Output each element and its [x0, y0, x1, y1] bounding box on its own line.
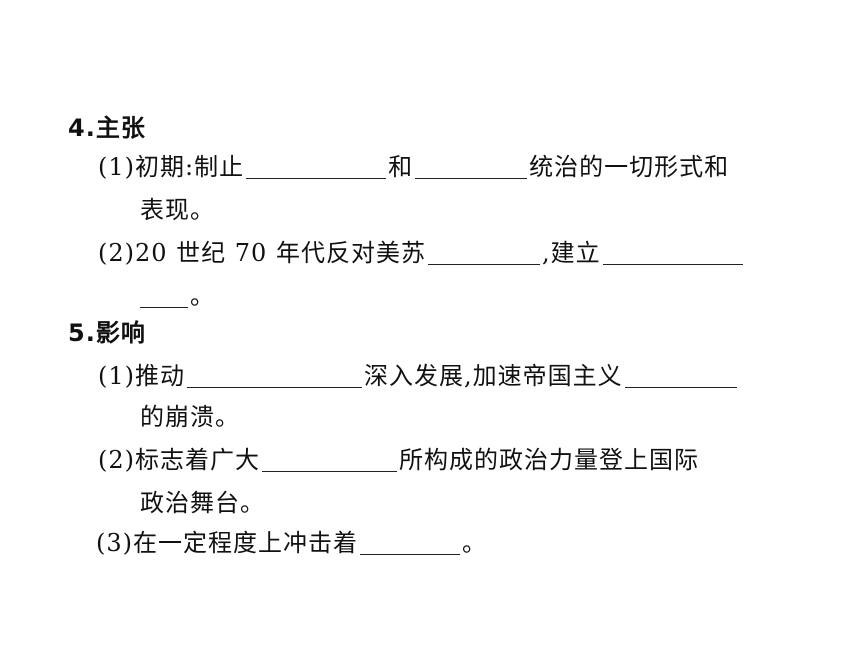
item-4-2-line-1: (2)20 世纪 70 年代反对美苏 ,建立	[98, 238, 745, 268]
text: (1)推动	[98, 362, 185, 390]
item-5-3-line-1: (3)在一定程度上冲击着 。	[96, 528, 487, 558]
fill-blank[interactable]	[262, 447, 397, 472]
text: (1)初期:制止	[98, 153, 245, 181]
section-heading-5: 5.影响	[68, 319, 146, 347]
fill-blank[interactable]	[360, 530, 460, 555]
item-5-2-line-1: (2)标志着广大 所构成的政治力量登上国际	[98, 445, 699, 475]
item-4-1-line-1: (1)初期:制止 和 统治的一切形式和	[98, 152, 729, 182]
item-4-1-line-2: 表现。	[140, 196, 215, 224]
text: 。	[462, 529, 487, 557]
text: (2)20 世纪 70 年代反对美苏	[98, 239, 426, 267]
fill-blank[interactable]	[624, 363, 737, 388]
text: 统治的一切形式和	[529, 153, 730, 181]
text: (3)在一定程度上冲击着	[96, 529, 358, 557]
fill-blank[interactable]	[415, 154, 528, 179]
text: 所构成的政治力量登上国际	[399, 446, 699, 474]
text: 深入发展,加速帝国主义	[364, 362, 623, 390]
text: 和	[388, 153, 414, 181]
section-heading-4: 4.主张	[68, 114, 146, 142]
text: (2)标志着广大	[98, 446, 260, 474]
item-5-2-line-2: 政治舞台。	[140, 489, 265, 517]
text: 。	[190, 282, 215, 310]
item-4-2-line-2: 。	[140, 281, 215, 311]
fill-blank[interactable]	[187, 363, 362, 388]
fill-blank[interactable]	[246, 154, 387, 179]
item-5-1-line-2: 的崩溃。	[140, 403, 240, 431]
item-5-1-line-1: (1)推动 深入发展,加速帝国主义	[98, 361, 739, 391]
fill-blank[interactable]	[427, 240, 540, 265]
fill-blank[interactable]	[602, 240, 743, 265]
text: ,建立	[541, 239, 601, 267]
fill-blank[interactable]	[140, 283, 188, 308]
